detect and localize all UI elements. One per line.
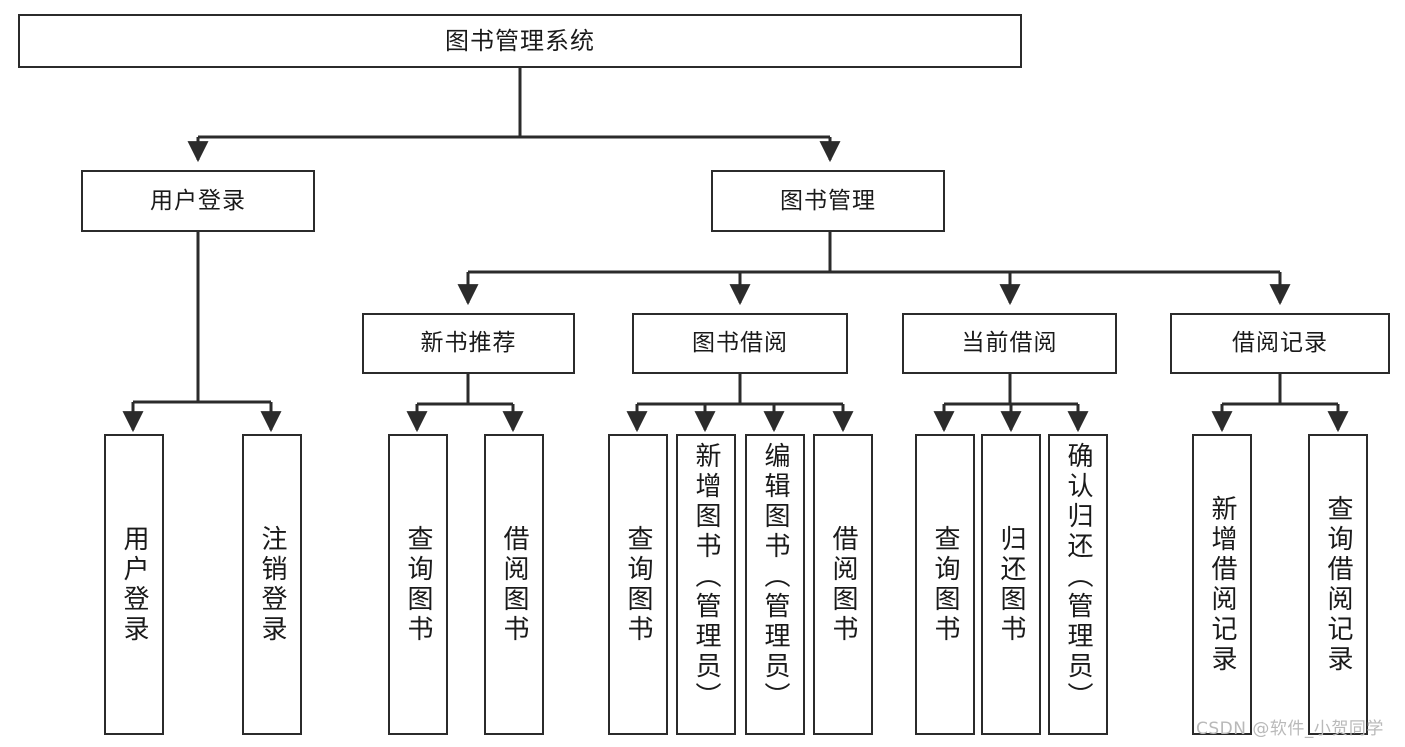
- leaf-user-login-login[interactable]: 用户登录: [104, 434, 164, 735]
- node-label: 借阅图书: [499, 524, 529, 645]
- node-label: 借阅图书: [828, 524, 858, 645]
- csdn-watermark: CSDN @软件_小贺同学: [1196, 719, 1384, 739]
- node-label: 借阅记录: [1232, 330, 1328, 356]
- leaf-recommend-query-book[interactable]: 查询图书: [388, 434, 448, 735]
- leaf-current-confirm-return-admin[interactable]: 确认归还（管理员）: [1048, 434, 1108, 735]
- node-user-login[interactable]: 用户登录: [81, 170, 315, 232]
- leaf-current-query-book[interactable]: 查询图书: [915, 434, 975, 735]
- node-label: 查询借阅记录: [1323, 494, 1353, 675]
- node-label: 新增借阅记录: [1207, 494, 1237, 675]
- node-label: 图书管理系统: [445, 27, 595, 55]
- node-label: 编辑图书（管理员）: [760, 442, 790, 712]
- node-label: 新书推荐: [420, 330, 517, 356]
- leaf-recommend-borrow-book[interactable]: 借阅图书: [484, 434, 544, 735]
- node-label: 图书借阅: [692, 330, 788, 356]
- leaf-borrow-edit-book-admin[interactable]: 编辑图书（管理员）: [745, 434, 805, 735]
- node-book-borrow[interactable]: 图书借阅: [632, 313, 848, 374]
- node-root-system[interactable]: 图书管理系统: [18, 14, 1022, 68]
- node-label: 查询图书: [623, 524, 653, 645]
- node-label: 当前借阅: [961, 330, 1058, 356]
- leaf-user-login-logout[interactable]: 注销登录: [242, 434, 302, 735]
- leaf-borrow-borrow-book[interactable]: 借阅图书: [813, 434, 873, 735]
- node-label: 用户登录: [150, 187, 246, 214]
- node-borrow-record[interactable]: 借阅记录: [1170, 313, 1390, 374]
- node-book-management[interactable]: 图书管理: [711, 170, 945, 232]
- node-label: 新增图书（管理员）: [691, 442, 721, 712]
- leaf-borrow-query-book[interactable]: 查询图书: [608, 434, 668, 735]
- leaf-record-query-record[interactable]: 查询借阅记录: [1308, 434, 1368, 735]
- node-label: 查询图书: [403, 524, 433, 645]
- node-new-book-recommend[interactable]: 新书推荐: [362, 313, 575, 374]
- node-label: 注销登录: [257, 524, 287, 645]
- node-label: 归还图书: [996, 524, 1026, 645]
- leaf-borrow-add-book-admin[interactable]: 新增图书（管理员）: [676, 434, 736, 735]
- node-label: 查询图书: [930, 524, 960, 645]
- leaf-current-return-book[interactable]: 归还图书: [981, 434, 1041, 735]
- node-label: 确认归还（管理员）: [1063, 442, 1093, 712]
- node-current-borrow[interactable]: 当前借阅: [902, 313, 1117, 374]
- node-label: 图书管理: [780, 187, 876, 214]
- leaf-record-add-record[interactable]: 新增借阅记录: [1192, 434, 1252, 735]
- node-label: 用户登录: [119, 524, 149, 645]
